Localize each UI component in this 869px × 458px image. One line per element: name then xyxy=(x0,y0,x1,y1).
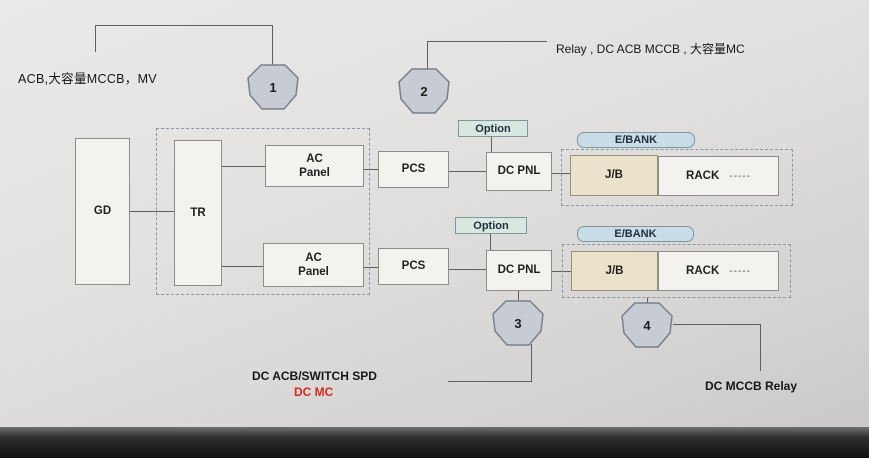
group-tr-acpanels xyxy=(156,128,370,295)
connector-pcs2-dcpnl2 xyxy=(449,269,487,270)
callout-1-label: 1 xyxy=(269,79,277,95)
block-pcs-1-label: PCS xyxy=(401,163,426,176)
group-ebank-2 xyxy=(562,244,791,298)
connector-callout4-drop xyxy=(760,324,761,371)
tag-option-2-label: Option xyxy=(473,219,509,232)
block-rack-2: RACK ----- xyxy=(658,251,779,291)
block-dc-pnl-1: DC PNL xyxy=(486,152,552,191)
block-gd: GD xyxy=(75,138,130,285)
block-rack-2-label: RACK xyxy=(686,265,720,277)
callout-4-label: 4 xyxy=(643,317,651,333)
heptagon-icon xyxy=(621,302,673,348)
block-jb-1-label: J/B xyxy=(605,169,623,182)
block-rack-1-dots: ----- xyxy=(729,170,751,182)
block-dc-pnl-2-label: DC PNL xyxy=(497,264,541,277)
block-dc-pnl-1-label: DC PNL xyxy=(497,165,541,178)
block-jb-2: J/B xyxy=(571,251,658,291)
callout-2: 2 xyxy=(397,68,451,114)
block-jb-2-label: J/B xyxy=(605,264,624,277)
block-ac-panel-1: AC Panel xyxy=(265,145,364,187)
block-pcs-2: PCS xyxy=(378,248,449,285)
connector-line-topleft-leg xyxy=(95,25,96,52)
annotation-dc-mc: DC MC xyxy=(294,385,334,399)
connector-acpanel2-pcs2 xyxy=(364,267,379,268)
annotation-bottom-left: DC ACB/SWITCH SPD xyxy=(252,369,377,383)
connector-callout4-span xyxy=(673,324,761,325)
block-tr: TR xyxy=(174,140,222,286)
block-ac-panel-2: AC Panel xyxy=(263,243,364,287)
block-ac-panel-1-label: AC Panel xyxy=(299,152,330,179)
screen-bezel xyxy=(0,427,869,458)
connector-option2-drop xyxy=(490,234,491,250)
block-rack-1: RACK ----- xyxy=(658,156,779,196)
block-tr-label: TR xyxy=(190,206,206,219)
connector-ebank2-callout4 xyxy=(647,297,648,304)
callout-3: 3 xyxy=(491,300,545,346)
heptagon-icon xyxy=(492,300,544,346)
tag-option-1: Option xyxy=(458,120,528,137)
annotation-top-left: ACB,大容量MCCB，MV xyxy=(18,72,157,86)
connector-tr-acpanel1 xyxy=(222,166,265,167)
connector-dcpnl2-callout3 xyxy=(518,291,519,301)
block-rack-1-label: RACK xyxy=(686,170,720,182)
block-gd-label: GD xyxy=(93,205,112,218)
connector-line-callout2-rise xyxy=(427,41,428,69)
group-ebank-1 xyxy=(561,149,793,206)
connector-gd-tr xyxy=(130,211,175,212)
callout-1: 1 xyxy=(246,64,300,110)
heptagon-icon xyxy=(398,68,450,114)
annotation-top-right: Relay , DC ACB MCCB , 大容量MC xyxy=(556,42,745,56)
tag-option-2: Option xyxy=(455,217,527,234)
annotation-bottom-right: DC MCCB Relay xyxy=(705,379,798,393)
connector-callout3-drop xyxy=(531,344,532,381)
connector-line-topright-span xyxy=(427,41,547,42)
connector-pcs1-dcpnl1 xyxy=(449,171,487,172)
callout-2-label: 2 xyxy=(420,83,428,99)
block-dc-pnl-2: DC PNL xyxy=(486,250,552,291)
callout-3-label: 3 xyxy=(514,315,522,331)
block-ac-panel-2-label: AC Panel xyxy=(298,251,329,278)
tag-ebank-2-label: E/BANK xyxy=(614,228,657,240)
callout-4: 4 xyxy=(620,302,674,348)
tag-ebank-2: E/BANK xyxy=(577,226,694,242)
tag-option-1-label: Option xyxy=(475,122,511,135)
connector-acpanel1-pcs1 xyxy=(364,169,379,170)
connector-dcpnl2-ebank2 xyxy=(552,271,571,272)
connector-callout3-span xyxy=(448,381,532,382)
connector-option1-drop xyxy=(491,137,492,152)
connector-line-topleft-span xyxy=(95,25,273,26)
block-pcs-2-label: PCS xyxy=(401,260,426,273)
block-jb-1: J/B xyxy=(570,155,658,196)
heptagon-icon xyxy=(247,64,299,110)
connector-tr-acpanel2 xyxy=(222,266,263,267)
tag-ebank-1: E/BANK xyxy=(577,132,695,148)
block-rack-2-dots: ----- xyxy=(729,265,751,277)
block-pcs-1: PCS xyxy=(378,151,449,188)
tag-ebank-1-label: E/BANK xyxy=(614,134,658,146)
connector-line-callout1-drop xyxy=(272,25,273,66)
